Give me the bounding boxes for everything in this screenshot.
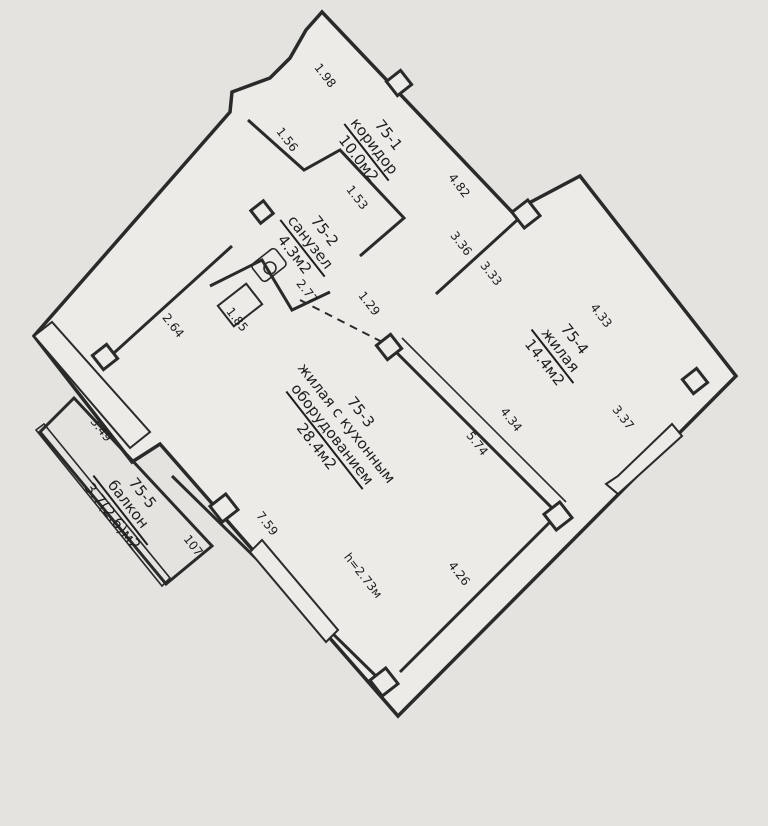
wall-stub-left	[32, 320, 152, 450]
upper-living-wall	[102, 244, 234, 364]
balcony-rail	[34, 422, 172, 588]
toilet	[251, 247, 287, 283]
living-bedroom-wall-inner	[401, 337, 567, 503]
outer-wall	[31, 9, 739, 719]
window-right	[604, 422, 684, 496]
column-bottom	[367, 665, 401, 699]
room-balcony-label: 75-5 балкон 3.7(2.6)м2	[81, 474, 160, 554]
column-left	[90, 342, 120, 372]
window-left	[248, 538, 340, 644]
lower-wall-right	[398, 514, 558, 674]
toilet-bowl	[263, 261, 277, 275]
corridor-wall	[247, 118, 407, 258]
opening-dashed	[299, 299, 391, 347]
bathroom-fixture	[216, 282, 264, 328]
column-corridor	[248, 198, 276, 226]
corridor-bedroom-wall	[434, 210, 528, 296]
column-right	[680, 366, 710, 396]
balcony-outline	[37, 395, 215, 587]
column-center	[374, 332, 404, 362]
column-lower-left	[207, 491, 241, 525]
column-top	[384, 68, 414, 98]
bathroom-wall	[209, 258, 331, 312]
column-mid-right	[509, 197, 543, 231]
living-bedroom-wall	[388, 344, 560, 516]
column-lower-right	[541, 499, 575, 533]
